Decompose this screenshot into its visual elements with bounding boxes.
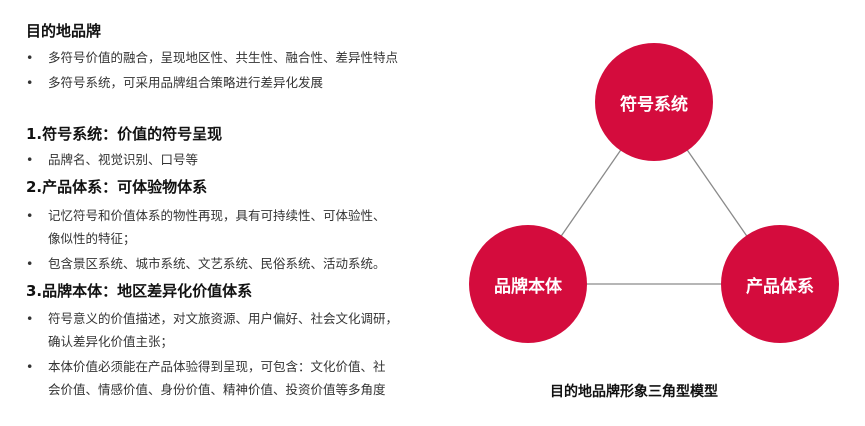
diagram-caption: 目的地品牌形象三角型模型 (550, 384, 718, 400)
section-heading-product-system: 2.产品体系：可体验物体系 (26, 178, 208, 196)
bullet-text: 记忆符号和价值体系的物性再现，具有可持续性、可体验性、 (48, 208, 386, 223)
bullet-text: 确认差异化价值主张； (48, 334, 174, 349)
bullet-dot: • (26, 311, 34, 326)
text-panel: 目的地品牌 • 多符号价值的融合，呈现地区性、共生性、融合性、差异性特点 • 多… (26, 22, 399, 397)
bullet-dot: • (26, 75, 34, 90)
bullet-dot: • (26, 152, 34, 167)
node-symbol-system: 符号系统 (595, 43, 713, 161)
bullet-text: 像似性的特征； (48, 231, 136, 246)
section-heading-symbol-system: 1.符号系统：价值的符号呈现 (26, 125, 223, 143)
triangle-model-diagram: 符号系统 品牌本体 产品体系 目的地品牌形象三角型模型 (450, 0, 865, 426)
bullet-text: 包含景区系统、城市系统、文艺系统、民俗系统、活动系统。 (48, 256, 386, 271)
bullet-text: 本体价值必须能在产品体验得到呈现，可包含：文化价值、社 (48, 359, 386, 374)
page-title: 目的地品牌 (26, 22, 102, 40)
bullet-text: 会价值、情感价值、身份价值、精神价值、投资价值等多角度 (48, 382, 386, 397)
bullet-text: 符号意义的价值描述，对文旅资源、用户偏好、社会文化调研， (48, 311, 399, 326)
section-heading-brand-ontology: 3.品牌本体：地区差异化价值体系 (26, 282, 253, 300)
bullet-text: 多符号系统，可采用品牌组合策略进行差异化发展 (48, 75, 324, 90)
bullet-dot: • (26, 208, 34, 223)
bullet-dot: • (26, 50, 34, 65)
bullet-dot: • (26, 359, 34, 374)
node-product-system: 产品体系 (721, 225, 839, 343)
bullet-text: 品牌名、视觉识别、口号等 (48, 152, 199, 167)
bullet-dot: • (26, 256, 34, 271)
bullet-text: 多符号价值的融合，呈现地区性、共生性、融合性、差异性特点 (48, 50, 399, 65)
node-brand-ontology: 品牌本体 (469, 225, 587, 343)
